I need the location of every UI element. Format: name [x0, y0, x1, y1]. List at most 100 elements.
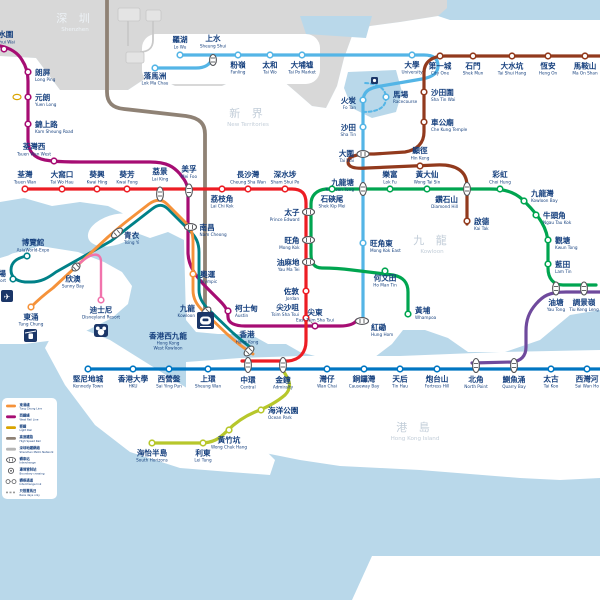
- station-label-en: Prince Edward: [270, 217, 300, 222]
- interchange-marker: [243, 345, 255, 357]
- svg-text:✈: ✈: [4, 292, 11, 301]
- station-marker: [234, 51, 242, 59]
- station-label-en: Sunny Bay: [62, 284, 85, 289]
- station-label-zh: 馬鞍山: [574, 61, 597, 71]
- station-airport: 機場Airport: [0, 268, 17, 283]
- station-marker: [302, 314, 310, 322]
- station-label-en: Lo Wu: [174, 45, 187, 50]
- station-label-en: North Point: [464, 384, 488, 389]
- station-label-zh: 南昌: [200, 222, 215, 232]
- legend-label-zh: 西鐵綫: [20, 413, 31, 418]
- station-marker: [93, 185, 101, 193]
- station-label-en: Lei Tung: [194, 458, 212, 463]
- station-label-zh: 牛頭角: [543, 210, 566, 220]
- station-label-zh: 迪士尼: [90, 305, 113, 315]
- station-marker: [544, 236, 552, 244]
- station-marker: [496, 185, 504, 193]
- station-label-en: Hong Kong: [236, 340, 259, 345]
- station-marker: [225, 426, 233, 434]
- station-label-zh: 石門: [464, 62, 481, 71]
- station-label-en: AsiaWorld-Expo: [17, 248, 50, 253]
- station-label-en: West Kowloon: [153, 346, 182, 351]
- interchange-marker: [356, 150, 370, 158]
- station-label-zh: 葵芳: [119, 169, 135, 179]
- interchange-marker: [244, 356, 252, 374]
- station-marker: [224, 307, 232, 315]
- station-label-en: Airport: [0, 278, 6, 283]
- racecourse-icon: [371, 77, 378, 84]
- region-label-zh: 深 圳: [56, 12, 94, 25]
- station-label-en: Kowloon Tong: [325, 187, 354, 192]
- legend-label-zh: 高速鐵路: [20, 434, 34, 439]
- interchange-marker: [301, 258, 316, 266]
- station-marker: [420, 88, 428, 96]
- station-label-en: University: [401, 70, 423, 75]
- station-label-en: City One: [431, 71, 449, 76]
- station-label-zh: 紅磡: [371, 322, 387, 332]
- station-label-zh: 黃大仙: [416, 169, 439, 179]
- station-marker: [84, 365, 92, 373]
- region-label-en: Kowloon: [420, 249, 444, 255]
- station-label-zh: 旺角: [284, 235, 299, 245]
- station-label-zh: 九龍灣: [530, 188, 554, 198]
- station-marker: [281, 185, 289, 193]
- station-marker: [123, 185, 131, 193]
- station-marker: [298, 51, 306, 59]
- station-marker: [218, 185, 226, 193]
- mainland: [0, 16, 600, 360]
- station-label-en: Kwai Fong: [116, 180, 138, 185]
- station-label-en: Kwun Tong: [555, 245, 578, 250]
- station-label-en: Choi Hung: [489, 180, 511, 185]
- station-label-en: Quarry Bay: [502, 384, 526, 389]
- legend-label-en: Shenzhen Metro Network: [20, 450, 54, 454]
- interchange-marker: [156, 186, 164, 202]
- station-label-zh: 天后: [392, 374, 408, 384]
- station-label-zh: 海洋公園: [268, 405, 299, 415]
- station-label-en: Ho Man Tin: [373, 283, 397, 288]
- station-label-en: Sai Wan Ho: [575, 384, 599, 389]
- cablecar-icon: [24, 329, 37, 342]
- station-marker: [433, 365, 441, 373]
- station-marker: [24, 68, 32, 76]
- station-label-en: Tai Wo: [262, 70, 277, 75]
- station-label-en: Sheung Shui: [200, 44, 226, 49]
- interchange-marker: [111, 227, 123, 239]
- station-label-en: Wong Tai Sin: [414, 180, 441, 185]
- line-hsr: [105, 0, 207, 315]
- station-marker: [148, 439, 156, 447]
- station-label-en: Cheung Sha Wan: [230, 180, 266, 185]
- station-label-zh: 海怡半島: [137, 448, 168, 458]
- station-label-en: Sai Ying Pun: [156, 384, 182, 389]
- region-label-zh: 新 界: [229, 106, 267, 120]
- station-label-en: Wan Chai: [317, 384, 337, 389]
- station-label-zh: 中環: [240, 375, 256, 385]
- station-label-en: Kam Sheung Road: [35, 129, 74, 134]
- lightrail-icon: [12, 93, 22, 101]
- station-label-zh: 鑽石山: [435, 194, 458, 204]
- station-label-zh: 錦上路: [35, 119, 58, 129]
- station-label-zh: 香港: [238, 329, 255, 339]
